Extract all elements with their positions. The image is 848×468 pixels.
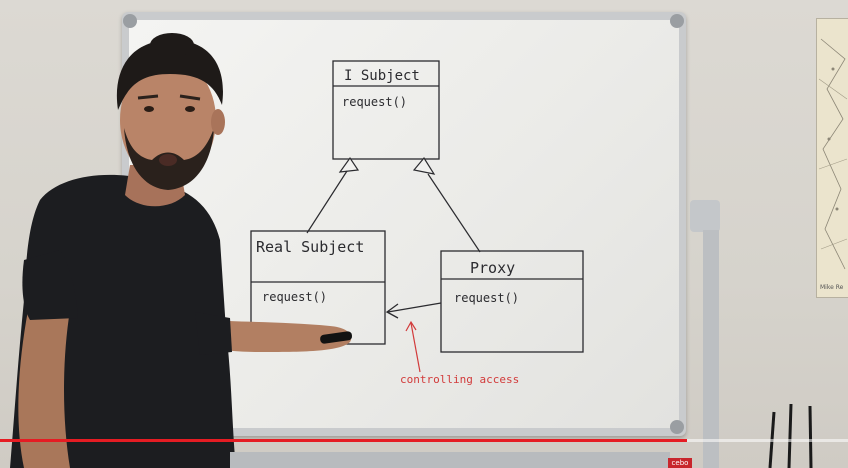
inheritance-line-real-subject — [306, 170, 348, 234]
annotation-arrow — [410, 322, 421, 373]
board-stand-pole — [703, 230, 719, 468]
inheritance-arrowhead — [338, 156, 360, 173]
presenter-eye — [185, 106, 195, 112]
whiteboard-tray — [230, 452, 670, 468]
presenter-hair-bun — [150, 33, 194, 57]
interface-box: I Subject request() — [332, 60, 440, 160]
black-marker — [320, 331, 353, 344]
presenter-mouth — [159, 154, 177, 166]
delegation-arrow — [387, 302, 442, 313]
annotation-arrowhead — [405, 320, 417, 332]
presenter-left-arm — [18, 300, 70, 468]
presenter-face — [120, 58, 216, 182]
proxy-method: request() — [454, 291, 519, 305]
inheritance-line-proxy — [427, 173, 481, 253]
poster-label: Mike Re — [820, 284, 844, 291]
board-corner-cap — [670, 14, 684, 28]
wall-poster — [816, 18, 848, 298]
presenter-ear — [211, 109, 225, 135]
proxy-box: Proxy request() — [440, 250, 584, 353]
board-stand-clamp — [690, 200, 720, 232]
inheritance-arrowhead — [412, 156, 436, 175]
presenter-shirt — [10, 174, 236, 468]
delegation-arrowhead — [385, 303, 399, 319]
tray-brand-badge: cebo — [668, 458, 692, 468]
board-corner-cap — [670, 420, 684, 434]
interface-box-method: request() — [342, 95, 407, 109]
presenter-left-sleeve — [22, 250, 78, 320]
proxy-name: Proxy — [470, 259, 515, 277]
presenter-arm — [205, 320, 352, 352]
interface-box-name: I Subject — [344, 68, 420, 84]
presenter-eye — [144, 106, 154, 112]
poster-map-drawing — [818, 38, 848, 270]
presenter-eyebrows — [137, 94, 201, 101]
board-corner-cap — [123, 14, 137, 28]
annotation-text: controlling access — [400, 373, 519, 386]
presenter-sleeve — [195, 312, 232, 355]
real-subject-name: Real Subject — [256, 238, 364, 256]
presenter-hair — [116, 39, 223, 110]
real-subject-method: request() — [262, 290, 327, 304]
video-progress-fill[interactable] — [0, 439, 687, 442]
